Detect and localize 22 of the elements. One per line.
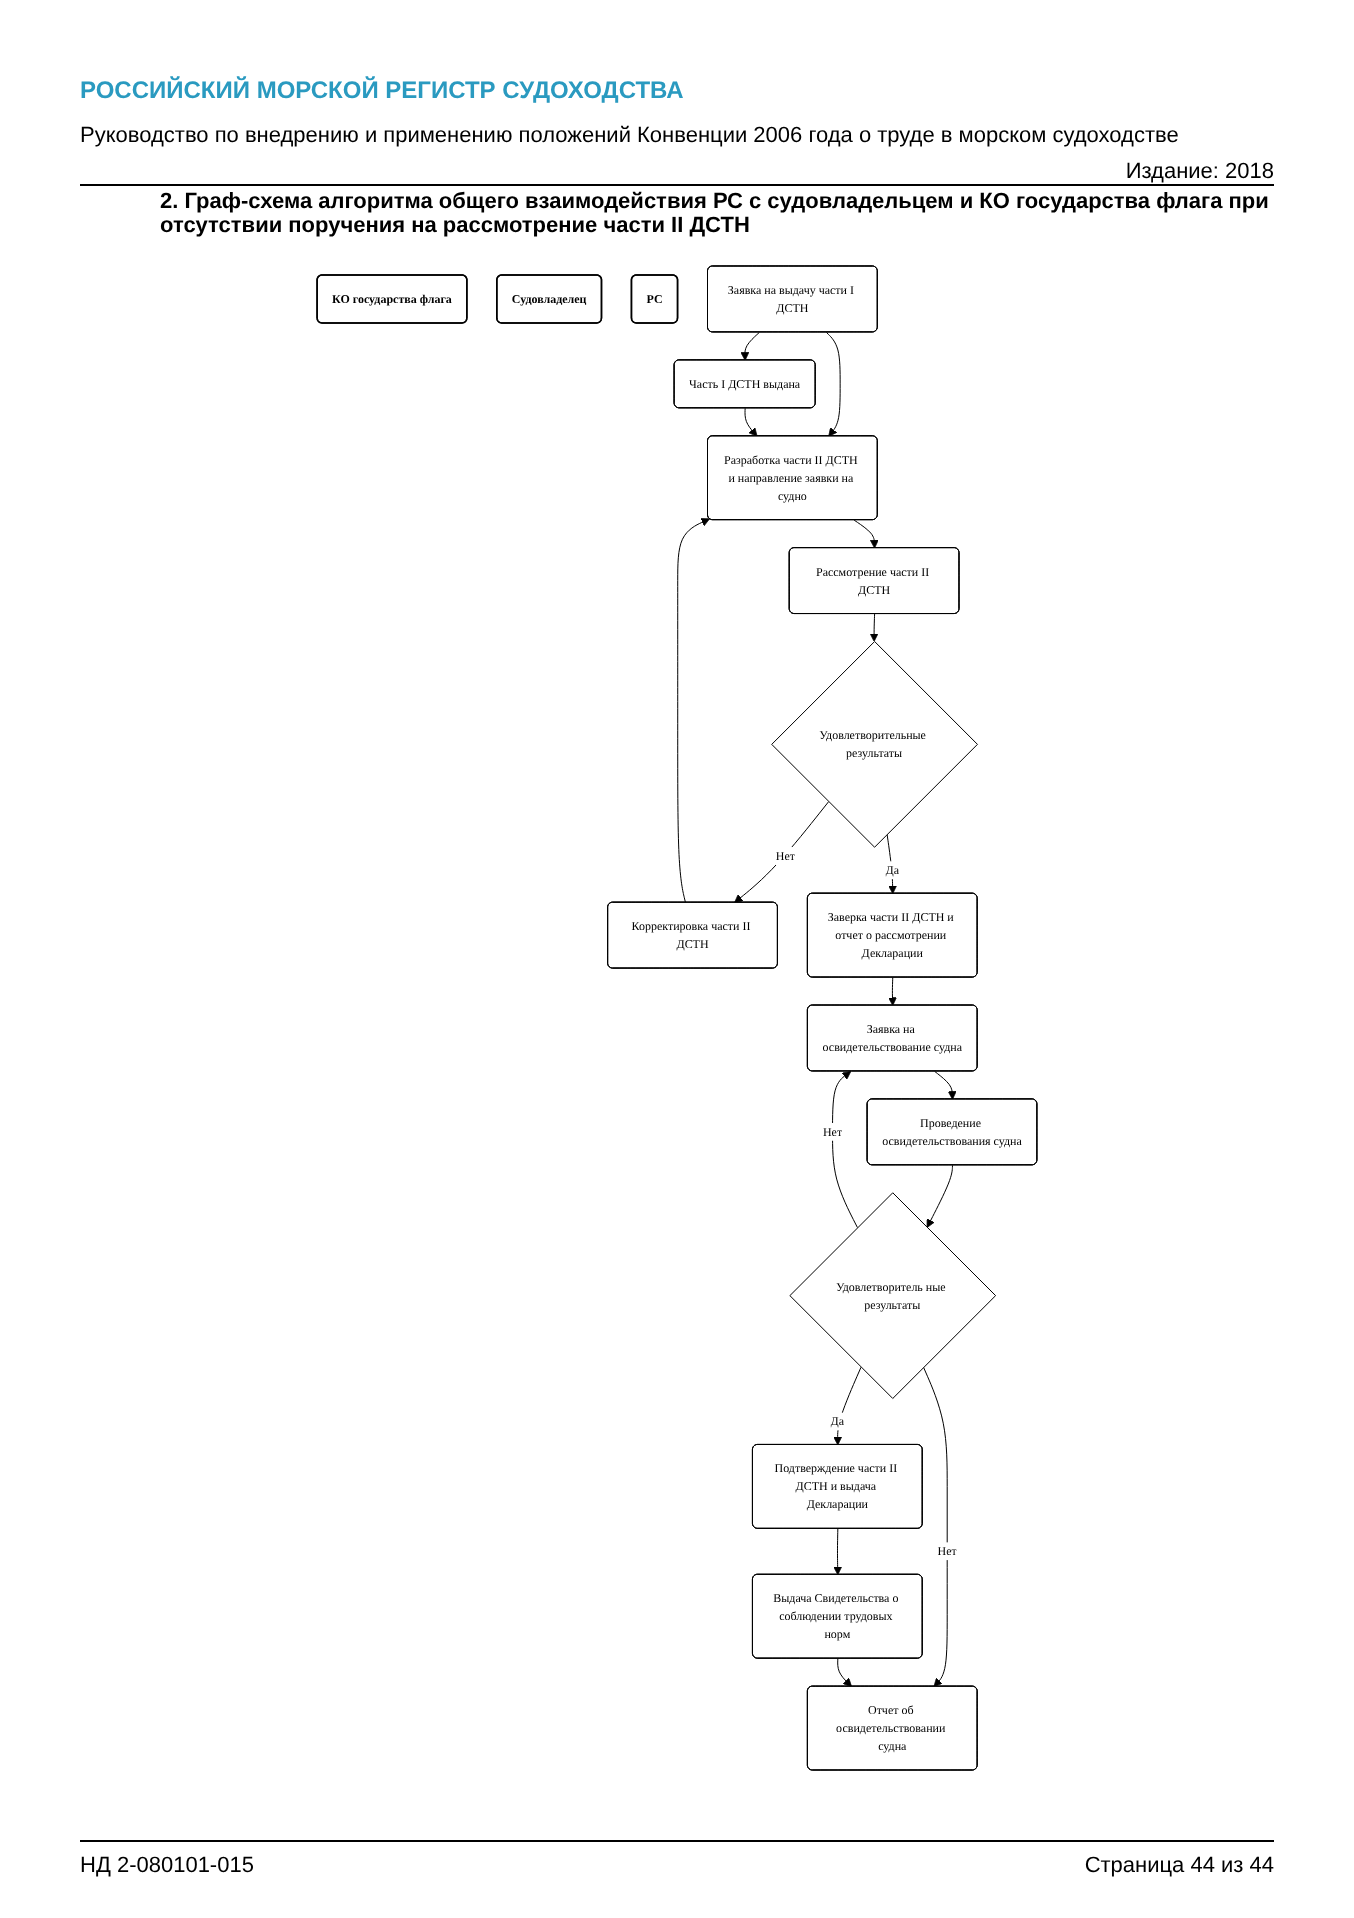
arrow	[744, 407, 758, 437]
node-diamond	[771, 641, 978, 848]
arrow	[926, 1164, 953, 1228]
document-code: НД 2-080101-015	[80, 1854, 254, 1878]
arrow	[832, 1071, 858, 1229]
arrow	[833, 1528, 843, 1576]
arrow	[825, 331, 841, 437]
arrow	[677, 518, 710, 904]
arrow	[923, 1366, 948, 1687]
diagram-title: 2. Граф-схема алгоритма общего взаимодействия РС с судовладельцем и КО государства флага при отсутствии поручения на рассмотрение части II ДСТН	[160, 190, 1271, 238]
arrow	[837, 1658, 852, 1687]
arrow	[734, 801, 830, 904]
arrow	[934, 1070, 957, 1100]
node-diamond	[789, 1192, 997, 1399]
document-subtitle: Руководство по внедрению и применению положений Конвенции 2006 года о труде в морском судоходстве	[80, 124, 1179, 148]
edition-label: Издание: 2018	[1125, 160, 1274, 184]
arrow	[888, 977, 897, 1006]
arrow	[740, 331, 760, 361]
arrow	[853, 519, 879, 549]
organization-name: РОССИЙСКИЙ МОРСКОЙ РЕГИСТР СУДОХОДСТВА	[80, 76, 684, 104]
arrow	[869, 613, 879, 642]
page-number: Страница 44 из 44	[1084, 1854, 1274, 1878]
